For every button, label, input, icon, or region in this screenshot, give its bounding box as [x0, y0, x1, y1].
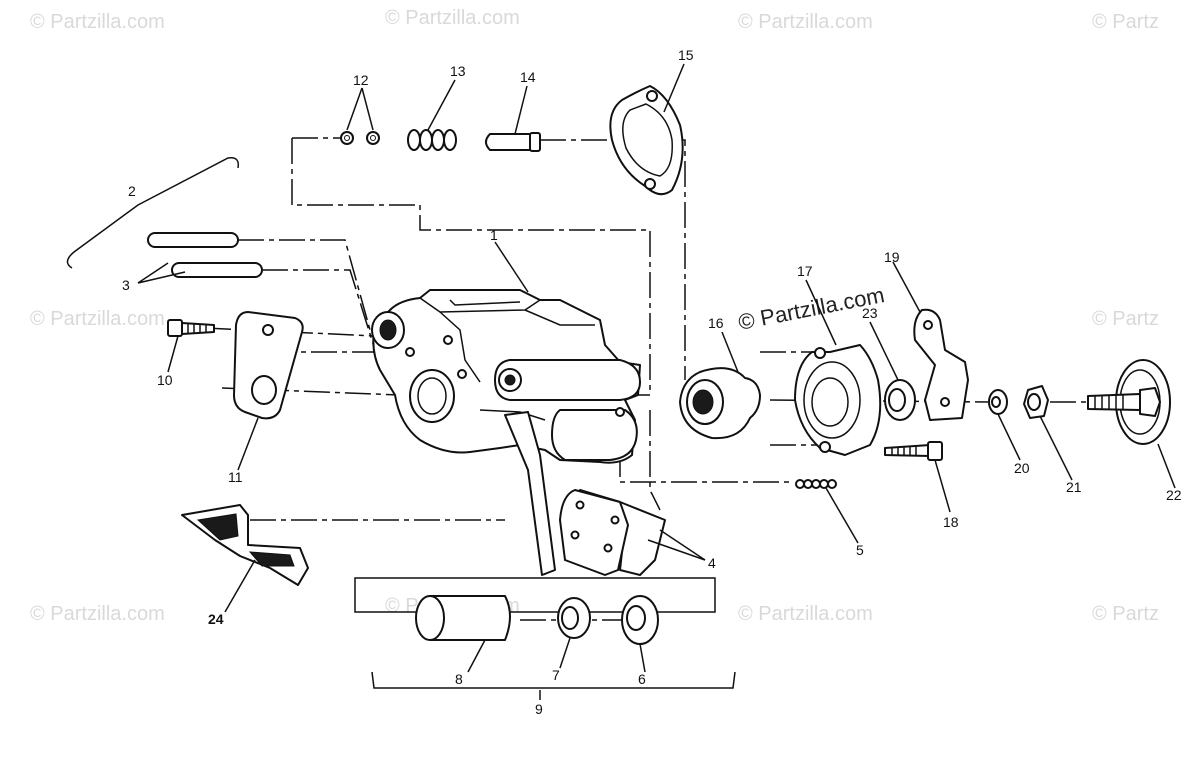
watermark: © Partzilla.com [385, 7, 520, 29]
assembly-line [262, 269, 376, 351]
callout-11: 11 [228, 469, 243, 485]
assembly-outline [354, 577, 716, 613]
callout-10: 10 [157, 372, 173, 388]
watermark: © Partz [1092, 11, 1159, 33]
gasket [609, 85, 684, 196]
assembly-line [649, 410, 661, 511]
piston-seal [557, 597, 591, 639]
watermark: © Partzilla.com [30, 308, 165, 330]
piston-housing [679, 367, 761, 440]
washer-23 [884, 379, 916, 421]
callout-23: 23 [862, 305, 878, 321]
guide-pins [147, 232, 263, 278]
callout-12: 12 [353, 72, 369, 88]
bracket-19 [913, 308, 969, 421]
nut-21 [1023, 385, 1049, 419]
callout-8: 8 [455, 671, 463, 687]
callout-20: 20 [1014, 460, 1030, 476]
callout-14: 14 [520, 69, 536, 85]
callout-21: 21 [1066, 479, 1082, 495]
watermark: © Partz [1092, 603, 1159, 625]
watermark: © Partzilla.com [30, 11, 165, 33]
retaining-clip [181, 504, 309, 586]
caliper-body [371, 289, 641, 576]
small-spring [795, 479, 837, 489]
callout-3: 3 [122, 277, 130, 293]
callout-15: 15 [678, 47, 694, 63]
callout-9: 9 [535, 701, 543, 717]
spring [407, 129, 457, 151]
piston [415, 595, 511, 641]
callout-18: 18 [943, 514, 959, 530]
assembly-line [221, 387, 401, 396]
bolt-18 [884, 441, 943, 461]
watermark: © Partz [1092, 308, 1159, 330]
bracket-2 [66, 156, 240, 269]
callout-6: 6 [638, 671, 646, 687]
callout-16: 16 [708, 315, 724, 331]
o-rings [340, 131, 380, 145]
callout-5: 5 [856, 542, 864, 558]
mounting-plate [233, 311, 304, 420]
callout-13: 13 [450, 63, 466, 79]
callout-7: 7 [552, 667, 560, 683]
watermark: © Partzilla.com [30, 603, 165, 625]
adjuster-knob [1087, 359, 1171, 445]
bolt-10 [167, 319, 215, 337]
washer-20 [988, 389, 1008, 415]
assembly-line [291, 138, 651, 396]
brake-pads [559, 489, 666, 576]
callout-17: 17 [797, 263, 813, 279]
leader-lines [137, 63, 1176, 700]
callouts: 1 2 3 4 5 6 7 8 9 10 11 12 13 14 15 16 1… [122, 47, 1182, 717]
callout-1: 1 [490, 227, 498, 243]
watermark: © Partzilla.com [738, 11, 873, 33]
callout-4: 4 [708, 555, 716, 571]
callout-22: 22 [1166, 487, 1182, 503]
pin [485, 132, 541, 152]
caliper-cover [794, 344, 882, 456]
callout-19: 19 [884, 249, 900, 265]
callout-24: 24 [208, 611, 224, 627]
assembly-line [238, 239, 371, 331]
dust-boot [621, 595, 659, 645]
callout-2: 2 [128, 183, 136, 199]
watermark: © Partzilla.com [738, 603, 873, 625]
bracket-9 [371, 671, 736, 689]
